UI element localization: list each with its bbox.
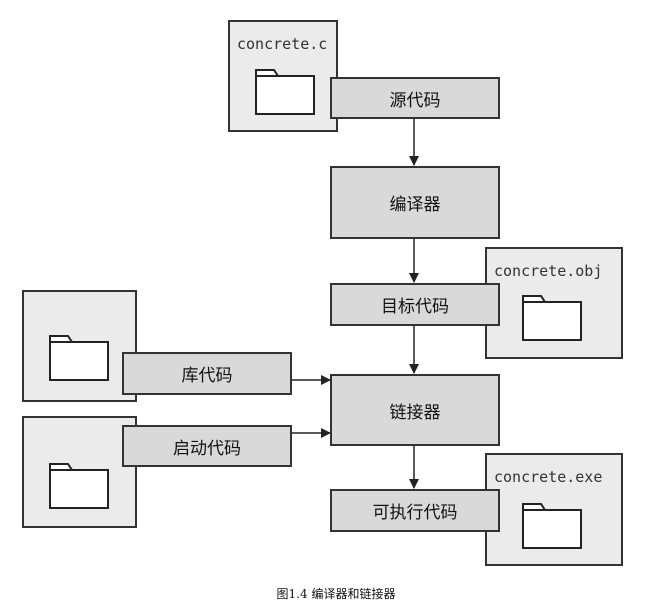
object-file-card: concrete.obj: [485, 247, 623, 359]
linker-box: 链接器: [330, 374, 500, 446]
source-file-name: concrete.c: [237, 35, 328, 53]
folder-icon: [522, 295, 582, 341]
executable-file-name: concrete.exe: [494, 468, 603, 486]
library-code-box: 库代码: [122, 352, 292, 395]
startup-code-box: 启动代码: [122, 425, 292, 467]
object-file-name: concrete.obj: [494, 262, 603, 280]
executable-code-box: 可执行代码: [330, 489, 500, 532]
library-file-card: [22, 290, 137, 402]
folder-icon: [49, 463, 109, 509]
startup-file-card: [22, 416, 137, 528]
folder-icon: [522, 503, 582, 549]
source-code-box: 源代码: [330, 77, 500, 119]
source-file-card: concrete.c: [228, 20, 338, 132]
compiler-box: 编译器: [330, 166, 500, 239]
executable-file-card: concrete.exe: [485, 453, 623, 566]
object-code-box: 目标代码: [330, 283, 500, 326]
folder-icon: [255, 69, 315, 115]
figure-caption: 图1.4 编译器和链接器: [276, 587, 396, 601]
folder-icon: [49, 335, 109, 381]
